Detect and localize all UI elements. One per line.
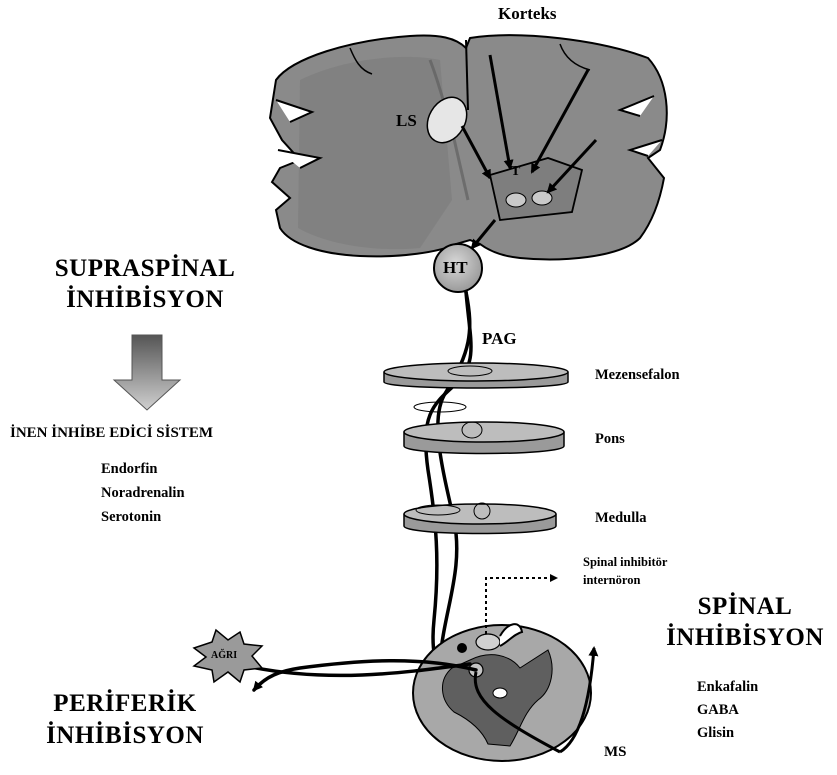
hypothalamus-label: HT xyxy=(443,259,468,278)
supraspinal-title-2: İNHİBİSYON xyxy=(30,286,260,314)
substance-endorfin: Endorfin xyxy=(101,462,157,478)
spinal-inhibitor-label-2: internöron xyxy=(583,574,640,588)
substance-serotonin: Serotonin xyxy=(101,510,161,526)
mezensefalon-disc xyxy=(384,363,568,388)
periferik-title-1: PERİFERİK xyxy=(20,690,230,718)
spinal-title-2: İNHİBİSYON xyxy=(660,624,830,652)
supraspinal-down-arrow xyxy=(114,335,180,410)
brain-cortex xyxy=(270,35,667,259)
periferik-title-2: İNHİBİSYON xyxy=(20,722,230,750)
korteks-label: Korteks xyxy=(498,5,557,24)
spinal-cord xyxy=(413,624,591,761)
ls-label: LS xyxy=(396,112,417,131)
descending-pathway xyxy=(426,292,472,686)
agri-label: AĞRI xyxy=(211,650,237,661)
supraspinal-title-1: SUPRASPİNAL xyxy=(30,255,260,283)
spinal-title-1: SPİNAL xyxy=(660,593,830,621)
medulla-disc xyxy=(404,503,556,534)
mezensefalon-label: Mezensefalon xyxy=(595,368,680,384)
substance-noradrenalin: Noradrenalin xyxy=(101,486,185,502)
substance-glisin: Glisin xyxy=(697,726,734,742)
medulla-label: Medulla xyxy=(595,511,647,527)
thalamus-label: T xyxy=(511,164,520,179)
descending-system-label: İNEN İNHİBE EDİCİ SİSTEM xyxy=(10,425,213,442)
substance-enkafalin: Enkafalin xyxy=(697,680,758,696)
ms-label: MS xyxy=(604,744,627,761)
pons-disc xyxy=(404,402,564,454)
pons-label: Pons xyxy=(595,432,625,448)
pag-label: PAG xyxy=(482,330,517,349)
substance-gaba: GABA xyxy=(697,703,739,719)
spinal-inhibitor-label-1: Spinal inhibitör xyxy=(583,556,667,570)
